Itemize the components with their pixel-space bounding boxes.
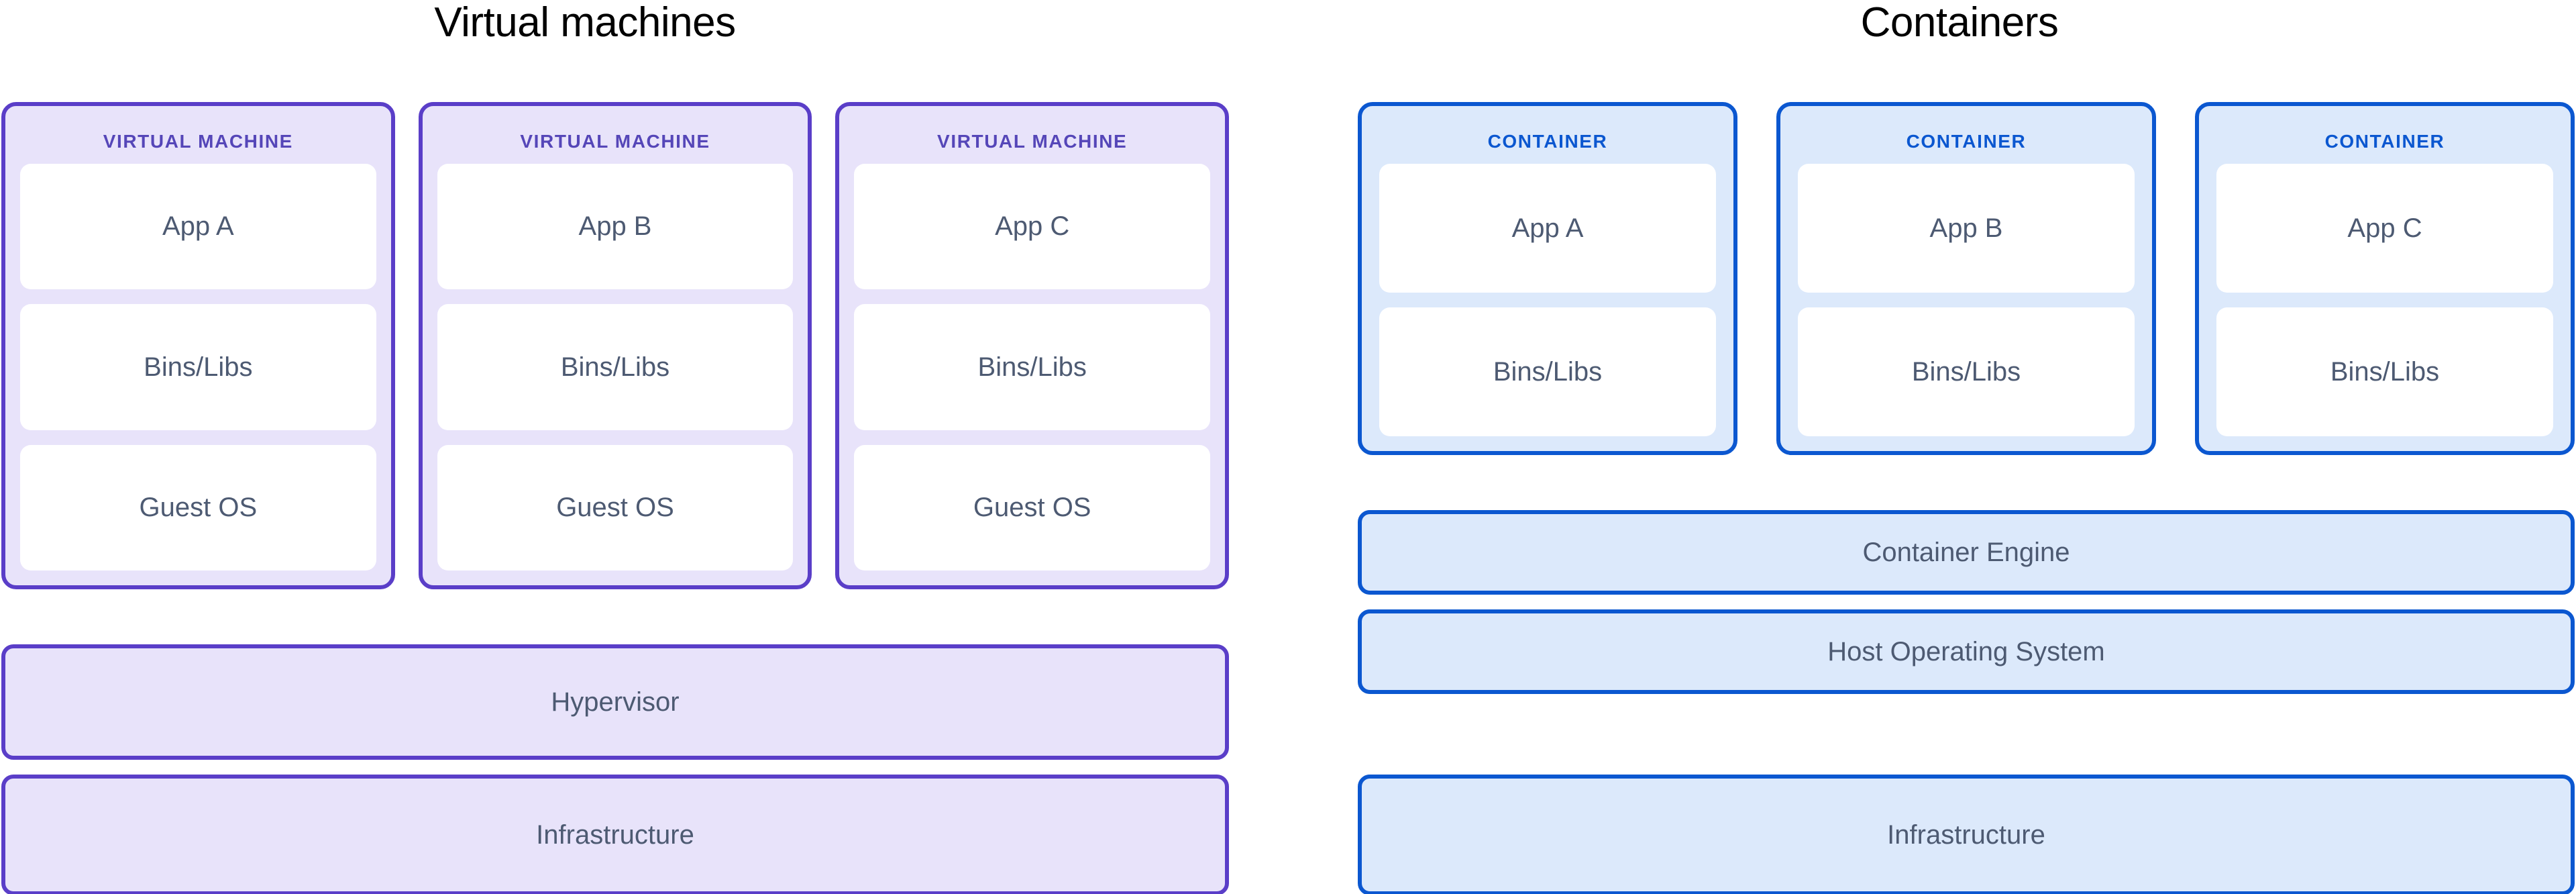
- container-cards-row: CONTAINER App A Bins/Libs CONTAINER App …: [1358, 102, 2575, 455]
- bins-libs-slot: Bins/Libs: [20, 304, 376, 430]
- app-slot: App A: [20, 163, 376, 290]
- virtual-machine-card-slots: App A Bins/Libs Guest OS: [20, 163, 376, 570]
- bins-libs-slot: Bins/Libs: [2216, 307, 2553, 436]
- containers-title: Containers: [1860, 0, 2059, 46]
- vm-infrastructure-layer-bar[interactable]: Infrastructure: [1, 775, 1229, 894]
- virtual-machine-card[interactable]: VIRTUAL MACHINE App B Bins/Libs Guest OS: [418, 102, 812, 589]
- hypervisor-layer-bar[interactable]: Hypervisor: [1, 644, 1229, 760]
- virtual-machine-card[interactable]: VIRTUAL MACHINE App C Bins/Libs Guest OS: [835, 102, 1230, 589]
- container-card[interactable]: CONTAINER App B Bins/Libs: [1776, 102, 2156, 455]
- bins-libs-slot: Bins/Libs: [1798, 307, 2135, 436]
- container-card[interactable]: CONTAINER App A Bins/Libs: [1358, 102, 1737, 455]
- virtual-machines-title: Virtual machines: [434, 0, 736, 46]
- container-card-slots: App C Bins/Libs: [2216, 163, 2553, 436]
- virtual-machine-card-label: VIRTUAL MACHINE: [937, 131, 1128, 152]
- container-card-label: CONTAINER: [1487, 131, 1608, 152]
- bins-libs-slot: Bins/Libs: [437, 304, 794, 430]
- app-slot: App C: [2216, 163, 2553, 293]
- virtual-machine-card-label: VIRTUAL MACHINE: [103, 131, 293, 152]
- app-slot: App B: [437, 163, 794, 290]
- app-slot: App B: [1798, 163, 2135, 293]
- virtual-machine-card-label: VIRTUAL MACHINE: [520, 131, 710, 152]
- guest-os-slot: Guest OS: [20, 444, 376, 570]
- virtual-machine-card-slots: App C Bins/Libs Guest OS: [854, 163, 1211, 570]
- containers-column: Containers CONTAINER App A Bins/Libs CON…: [1358, 0, 2575, 894]
- bins-libs-slot: Bins/Libs: [854, 304, 1211, 430]
- container-infrastructure-layer-bar[interactable]: Infrastructure: [1358, 775, 2575, 894]
- container-card-label: CONTAINER: [2324, 131, 2445, 152]
- host-operating-system-layer-bar[interactable]: Host Operating System: [1358, 609, 2575, 694]
- container-card-label: CONTAINER: [1906, 131, 2027, 152]
- container-card-slots: App A Bins/Libs: [1379, 163, 1716, 436]
- app-slot: App A: [1379, 163, 1716, 293]
- container-card[interactable]: CONTAINER App C Bins/Libs: [2195, 102, 2575, 455]
- guest-os-slot: Guest OS: [437, 444, 794, 570]
- virtual-machine-cards-row: VIRTUAL MACHINE App A Bins/Libs Guest OS…: [1, 102, 1230, 589]
- virtual-machine-card[interactable]: VIRTUAL MACHINE App A Bins/Libs Guest OS: [1, 102, 395, 589]
- app-slot: App C: [854, 163, 1211, 290]
- container-engine-layer-bar[interactable]: Container Engine: [1358, 510, 2575, 595]
- guest-os-slot: Guest OS: [854, 444, 1211, 570]
- container-card-slots: App B Bins/Libs: [1798, 163, 2135, 436]
- bins-libs-slot: Bins/Libs: [1379, 307, 1716, 436]
- virtual-machines-column: Virtual machines VIRTUAL MACHINE App A B…: [1, 0, 1230, 894]
- virtual-machine-card-slots: App B Bins/Libs Guest OS: [437, 163, 794, 570]
